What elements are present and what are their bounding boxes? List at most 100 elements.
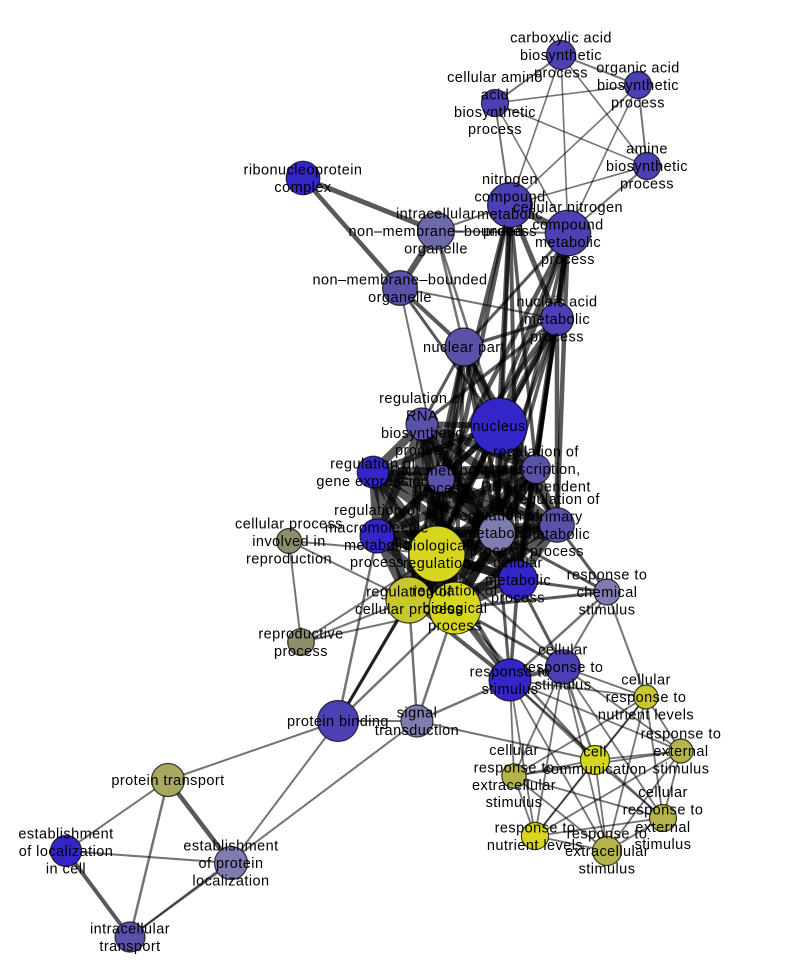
svg-text:regulation of: regulation of (330, 456, 416, 472)
svg-text:stimulus: stimulus (635, 837, 692, 853)
svg-text:regulation of: regulation of (412, 584, 498, 600)
svg-text:cellular: cellular (621, 673, 671, 689)
svg-text:intracellular: intracellular (90, 921, 170, 937)
svg-text:process: process (483, 224, 537, 240)
svg-text:reproductive: reproductive (258, 626, 343, 642)
svg-text:nucleus: nucleus (472, 419, 525, 435)
svg-text:nutrient levels: nutrient levels (598, 708, 694, 724)
svg-text:nutrient levels: nutrient levels (487, 838, 583, 854)
svg-text:organelle: organelle (368, 290, 432, 306)
svg-text:stimulus: stimulus (486, 795, 543, 811)
svg-text:cellular process: cellular process (235, 517, 343, 533)
svg-text:biosynthetic: biosynthetic (606, 159, 688, 175)
svg-text:cellular: cellular (638, 785, 688, 801)
svg-text:stimulus: stimulus (535, 678, 592, 694)
svg-text:process: process (428, 619, 482, 635)
svg-text:nuclear part: nuclear part (423, 340, 505, 356)
svg-text:response to: response to (474, 760, 555, 776)
svg-text:metabolic: metabolic (524, 527, 590, 543)
svg-text:biosynthetic: biosynthetic (381, 426, 463, 442)
svg-text:response to: response to (623, 802, 704, 818)
svg-text:metabolic: metabolic (524, 312, 590, 328)
svg-text:organelle: organelle (404, 242, 468, 258)
svg-text:response to: response to (567, 827, 648, 843)
svg-text:external: external (635, 820, 690, 836)
svg-text:cellular: cellular (538, 643, 588, 659)
svg-text:biological: biological (405, 538, 470, 554)
svg-text:carboxylic acid: carboxylic acid (510, 31, 612, 47)
svg-text:regulation of: regulation of (334, 503, 420, 519)
svg-text:regulation of: regulation of (366, 584, 452, 600)
svg-text:of protein: of protein (199, 856, 264, 872)
svg-text:intracellular: intracellular (396, 207, 476, 223)
svg-text:cellular nitrogen: cellular nitrogen (513, 200, 623, 216)
svg-text:metabolic: metabolic (344, 538, 410, 554)
svg-text:response to: response to (606, 690, 687, 706)
svg-text:compound: compound (474, 189, 545, 205)
svg-text:process: process (530, 330, 584, 346)
svg-text:chemical: chemical (577, 585, 638, 601)
svg-text:response to: response to (567, 568, 648, 584)
svg-text:regulation of: regulation of (454, 509, 540, 525)
svg-text:process: process (468, 122, 522, 138)
svg-text:stimulus: stimulus (579, 862, 636, 878)
svg-text:protein transport: protein transport (111, 773, 224, 789)
svg-text:regulation of: regulation of (379, 391, 465, 407)
svg-text:cellular amino: cellular amino (447, 70, 543, 86)
svg-text:regulation: regulation (403, 556, 471, 572)
svg-text:response to: response to (641, 727, 722, 743)
svg-text:localization: localization (192, 874, 269, 890)
svg-text:process: process (350, 555, 404, 571)
svg-text:process: process (620, 177, 674, 193)
svg-text:response to: response to (470, 664, 551, 680)
svg-text:biosynthetic: biosynthetic (597, 78, 679, 94)
svg-text:involved in: involved in (252, 534, 325, 550)
svg-text:metabolic: metabolic (485, 573, 551, 589)
svg-text:cellular: cellular (489, 743, 539, 759)
svg-text:primary: primary (531, 509, 583, 525)
svg-text:non–membrane–bounded: non–membrane–bounded (348, 224, 523, 240)
svg-text:biosynthetic: biosynthetic (520, 48, 602, 64)
svg-text:process: process (470, 544, 524, 560)
svg-text:process: process (530, 544, 584, 560)
svg-text:RNA metabolic: RNA metabolic (390, 463, 492, 479)
svg-text:establishment: establishment (18, 827, 113, 843)
svg-text:RNA: RNA (406, 408, 438, 424)
svg-text:protein binding: protein binding (287, 714, 389, 730)
svg-text:organic acid: organic acid (596, 61, 680, 77)
svg-text:communication: communication (543, 762, 646, 778)
svg-text:complex: complex (274, 180, 331, 196)
svg-text:process: process (611, 96, 665, 112)
svg-text:metabolic: metabolic (464, 526, 530, 542)
svg-text:process: process (274, 644, 328, 660)
svg-text:regulation of: regulation of (493, 445, 579, 461)
svg-text:cell: cell (583, 744, 607, 760)
svg-text:DNA-dependent: DNA-dependent (481, 480, 591, 496)
svg-text:process: process (541, 252, 595, 268)
svg-text:process: process (414, 481, 468, 497)
svg-text:in cell: in cell (46, 862, 86, 878)
svg-text:biosynthetic: biosynthetic (454, 105, 536, 121)
svg-text:nitrogen: nitrogen (482, 172, 538, 188)
svg-text:stimulus: stimulus (579, 603, 636, 619)
svg-text:reproduction: reproduction (246, 552, 332, 568)
svg-text:biological: biological (423, 601, 488, 617)
svg-text:nucleic acid: nucleic acid (516, 295, 597, 311)
svg-text:acid: acid (481, 87, 509, 103)
svg-text:process: process (491, 591, 545, 607)
svg-text:amine: amine (626, 142, 668, 158)
svg-text:cellular process: cellular process (355, 602, 463, 618)
svg-text:extracellular: extracellular (472, 778, 556, 794)
svg-text:response to: response to (523, 660, 604, 676)
svg-text:transcription,: transcription, (491, 462, 580, 478)
svg-text:transport: transport (99, 939, 160, 955)
svg-text:process: process (534, 66, 588, 82)
svg-text:stimulus: stimulus (653, 762, 710, 778)
svg-text:establishment: establishment (183, 839, 278, 855)
svg-text:gene expression: gene expression (316, 474, 429, 490)
svg-text:process: process (395, 443, 449, 459)
svg-text:external: external (653, 744, 708, 760)
svg-text:signal: signal (397, 705, 438, 721)
svg-text:transduction: transduction (375, 723, 459, 739)
svg-text:non–membrane–bounded: non–membrane–bounded (312, 272, 487, 288)
